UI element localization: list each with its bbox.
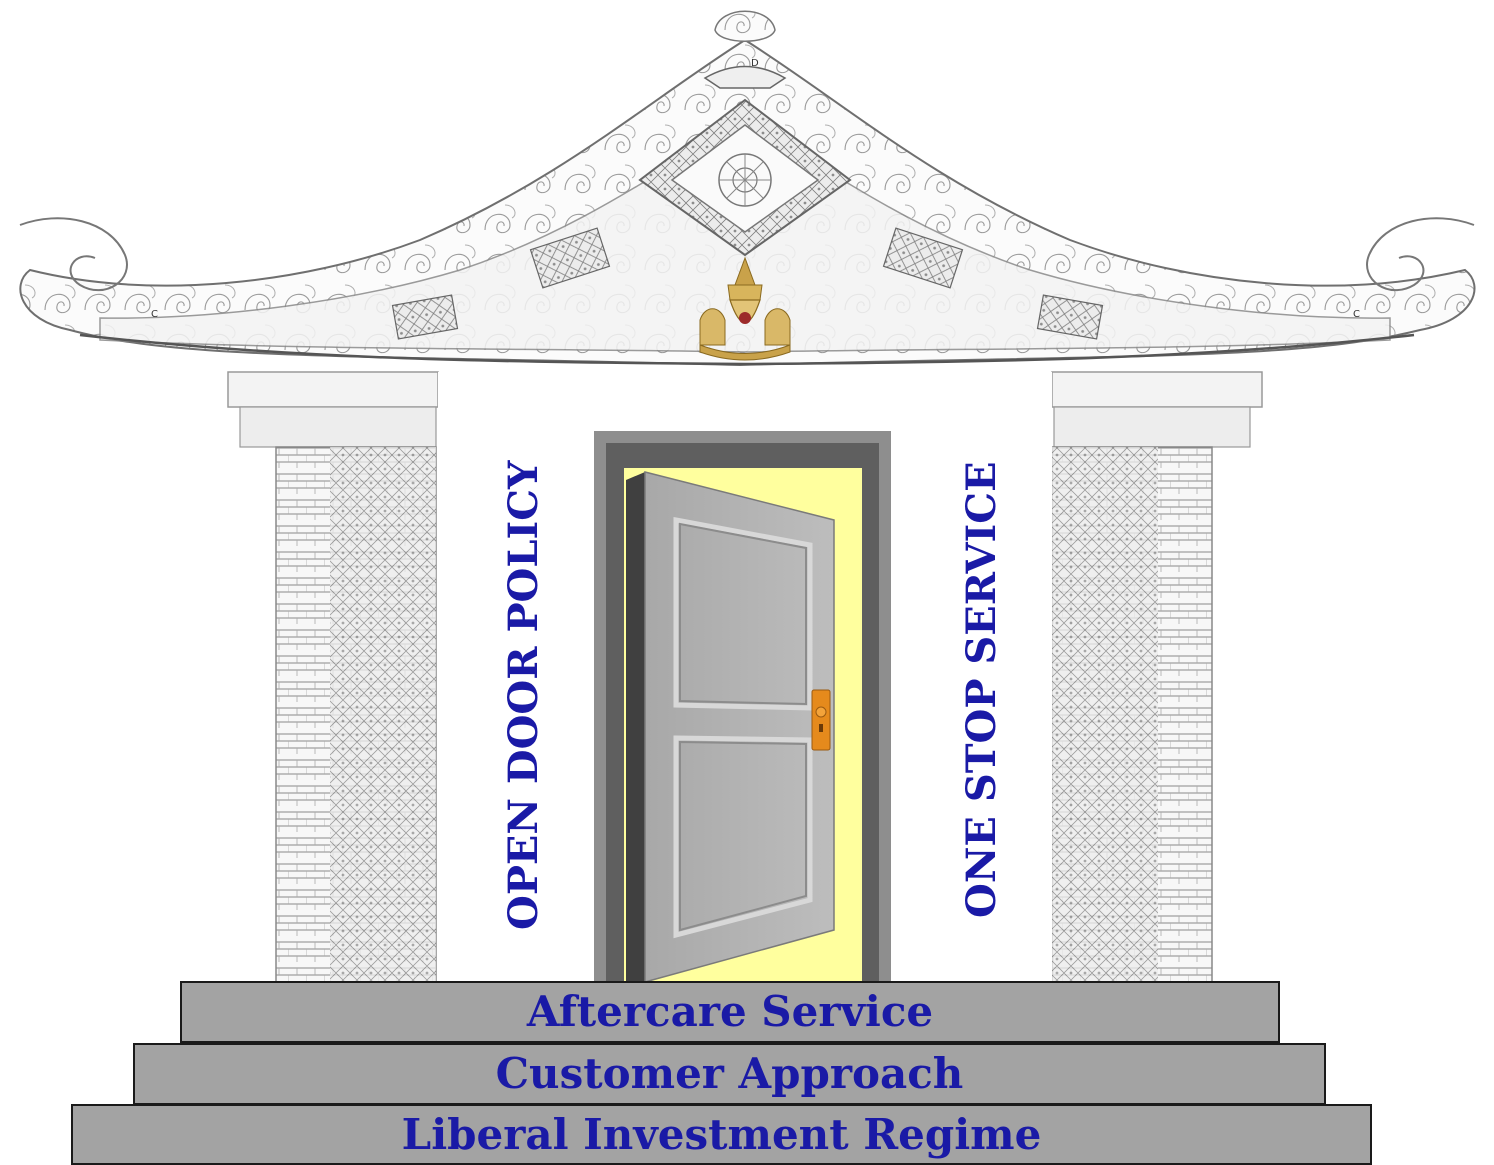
roof-marker-right: C: [1353, 309, 1360, 320]
open-door-policy-label: OPEN DOOR POLICY: [500, 460, 547, 930]
royal-emblem: [699, 256, 791, 361]
step-label: Aftercare Service: [526, 987, 934, 1036]
left-pillar: [227, 371, 439, 983]
roof-marker-top: D: [751, 58, 759, 69]
door-knob: [811, 689, 831, 751]
step-customer-approach: Customer Approach: [133, 1043, 1326, 1105]
step-label: Customer Approach: [495, 1049, 964, 1098]
step-liberal-investment-regime: Liberal Investment Regime: [71, 1104, 1372, 1165]
step-label: Liberal Investment Regime: [401, 1109, 1042, 1159]
right-pillar: [1051, 371, 1263, 983]
one-stop-service-label: ONE STOP SERVICE: [958, 461, 1005, 919]
open-door: [626, 471, 835, 983]
roof-marker-left: C: [151, 309, 158, 320]
step-aftercare-service: Aftercare Service: [180, 981, 1280, 1043]
ornamental-roof: [19, 10, 1476, 367]
